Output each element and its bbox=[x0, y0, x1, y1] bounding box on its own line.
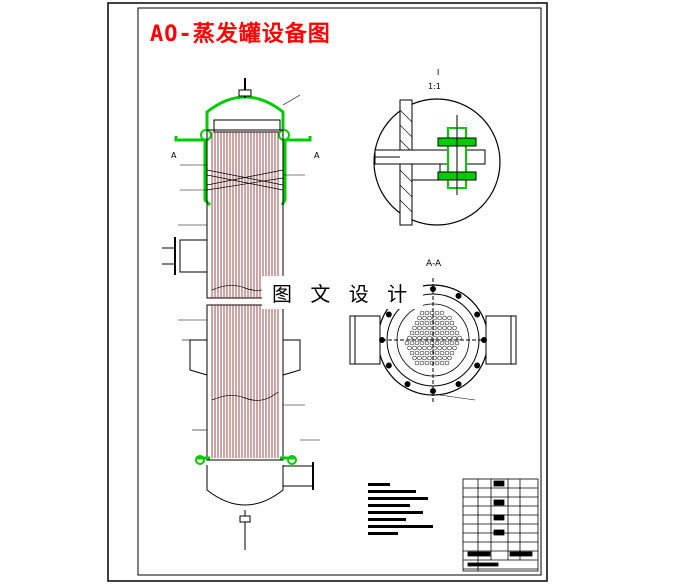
bottom-nozzle bbox=[282, 465, 314, 487]
drawing-title: AO-蒸发罐设备图 bbox=[150, 22, 331, 47]
bottom-head bbox=[206, 465, 284, 506]
left-bolt-top bbox=[200, 129, 212, 141]
outer-frame bbox=[107, 2, 548, 582]
section-mark-left: A bbox=[171, 151, 177, 160]
tube-bundle bbox=[211, 132, 279, 458]
detail-label: I bbox=[437, 68, 439, 77]
left-flange-top bbox=[174, 136, 212, 207]
section-tube-pattern bbox=[404, 310, 462, 366]
detail-scale: 1:1 bbox=[428, 82, 441, 91]
side-nozzle bbox=[179, 239, 208, 273]
notes-block bbox=[368, 483, 433, 535]
vessel-assembly bbox=[162, 78, 314, 550]
watermark-text: 图 文 设 计 bbox=[262, 276, 424, 309]
section-label: A-A bbox=[426, 259, 442, 269]
right-support bbox=[282, 339, 301, 376]
left-support bbox=[189, 339, 208, 376]
right-bolt-top bbox=[278, 129, 290, 141]
title-block bbox=[462, 478, 539, 572]
section-mark-right: A bbox=[314, 151, 320, 160]
section-a-a bbox=[349, 278, 517, 402]
detail-i bbox=[373, 98, 501, 226]
section-bolts bbox=[379, 286, 487, 394]
inner-frame bbox=[137, 7, 542, 576]
top-tubesheet bbox=[213, 119, 281, 133]
right-flange-top bbox=[280, 136, 312, 206]
detail-circle bbox=[373, 98, 501, 226]
leader-lines bbox=[178, 94, 320, 441]
baffles bbox=[206, 169, 284, 401]
